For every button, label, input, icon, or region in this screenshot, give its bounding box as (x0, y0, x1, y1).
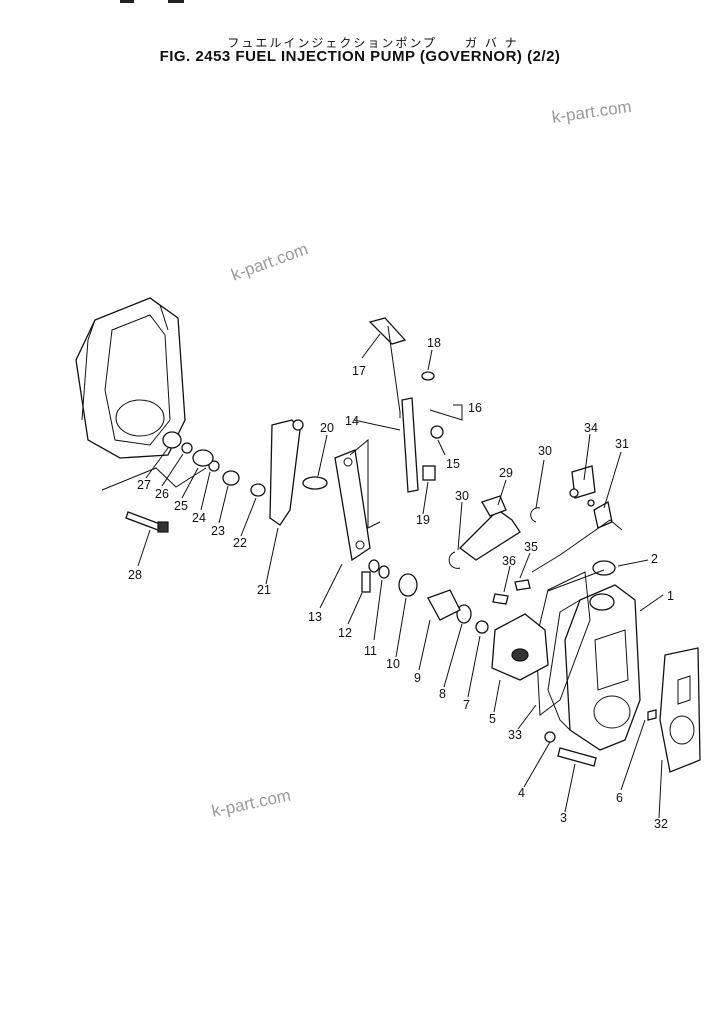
pin (361, 571, 371, 593)
callout-5: 5 (489, 712, 496, 726)
bracket (593, 500, 613, 529)
callout-labels: 1 2 3 4 5 6 7 8 9 10 11 12 13 14 15 16 1… (128, 336, 674, 831)
flyweight-assembly (491, 613, 549, 681)
tension-lever (334, 449, 371, 562)
bolt (557, 747, 597, 767)
title-japanese: フュエルインジェクションポンプ ガ バ ナ (227, 36, 519, 50)
callout-17: 17 (352, 364, 366, 378)
collar (422, 465, 436, 481)
callout-2: 2 (651, 552, 658, 566)
callout-3: 3 (560, 811, 567, 825)
callout-32: 32 (654, 817, 668, 831)
callout-18: 18 (427, 336, 441, 350)
link (368, 317, 407, 345)
callout-1: 1 (667, 589, 674, 603)
screw (514, 579, 531, 591)
sleeve (427, 589, 461, 621)
floating-lever (401, 397, 419, 493)
callout-36: 36 (502, 554, 516, 568)
spring (302, 476, 328, 490)
callout-13: 13 (308, 610, 322, 624)
washer (544, 731, 556, 743)
callout-15: 15 (446, 457, 460, 471)
scan-mark (168, 0, 184, 3)
spring (192, 449, 214, 467)
callout-30: 30 (455, 489, 469, 503)
washer (181, 442, 193, 454)
callout-6: 6 (616, 791, 623, 805)
callout-8: 8 (439, 687, 446, 701)
callout-31: 31 (615, 437, 629, 451)
callout-14: 14 (345, 414, 359, 428)
callout-24: 24 (192, 511, 206, 525)
callout-35: 35 (524, 540, 538, 554)
callout-34: 34 (584, 421, 598, 435)
callout-21: 21 (257, 583, 271, 597)
pump-housing (547, 584, 641, 751)
callout-25: 25 (174, 499, 188, 513)
callout-4: 4 (518, 786, 525, 800)
callout-23: 23 (211, 524, 225, 538)
callout-11: 11 (364, 644, 377, 658)
shim (208, 460, 220, 472)
callout-9: 9 (414, 671, 421, 685)
callout-30b: 30 (538, 444, 552, 458)
plug (592, 560, 616, 576)
callout-10: 10 (386, 657, 400, 671)
spring (222, 470, 240, 486)
callout-22: 22 (233, 536, 247, 550)
callout-33: 33 (508, 728, 522, 742)
washer (430, 425, 444, 439)
callout-16: 16 (468, 401, 482, 415)
pin (647, 709, 657, 721)
callout-28: 28 (128, 568, 142, 582)
snap-ring (448, 551, 461, 569)
leader-lines (137, 333, 664, 819)
callout-29: 29 (499, 466, 513, 480)
callout-27: 27 (137, 478, 151, 492)
gasket (659, 647, 701, 773)
callout-26: 26 (155, 487, 169, 501)
shaft-assembly (459, 509, 521, 561)
governor-housing (75, 297, 186, 459)
nut (250, 483, 266, 497)
snap-ring (530, 507, 541, 523)
shim (378, 565, 390, 579)
washer (368, 559, 380, 573)
callout-19: 19 (416, 513, 430, 527)
bearing (456, 604, 472, 624)
snap-ring (398, 573, 418, 597)
spring (421, 371, 435, 381)
callout-7: 7 (463, 698, 470, 712)
washer (475, 620, 489, 634)
screw (492, 593, 509, 605)
bolt (125, 511, 161, 531)
figure-title: FIG. 2453 FUEL INJECTION PUMP (GOVERNOR)… (159, 48, 561, 65)
scan-mark (120, 0, 134, 3)
callout-12: 12 (338, 626, 352, 640)
control-lever (269, 419, 301, 526)
nut (162, 431, 182, 449)
callout-20: 20 (320, 421, 334, 435)
